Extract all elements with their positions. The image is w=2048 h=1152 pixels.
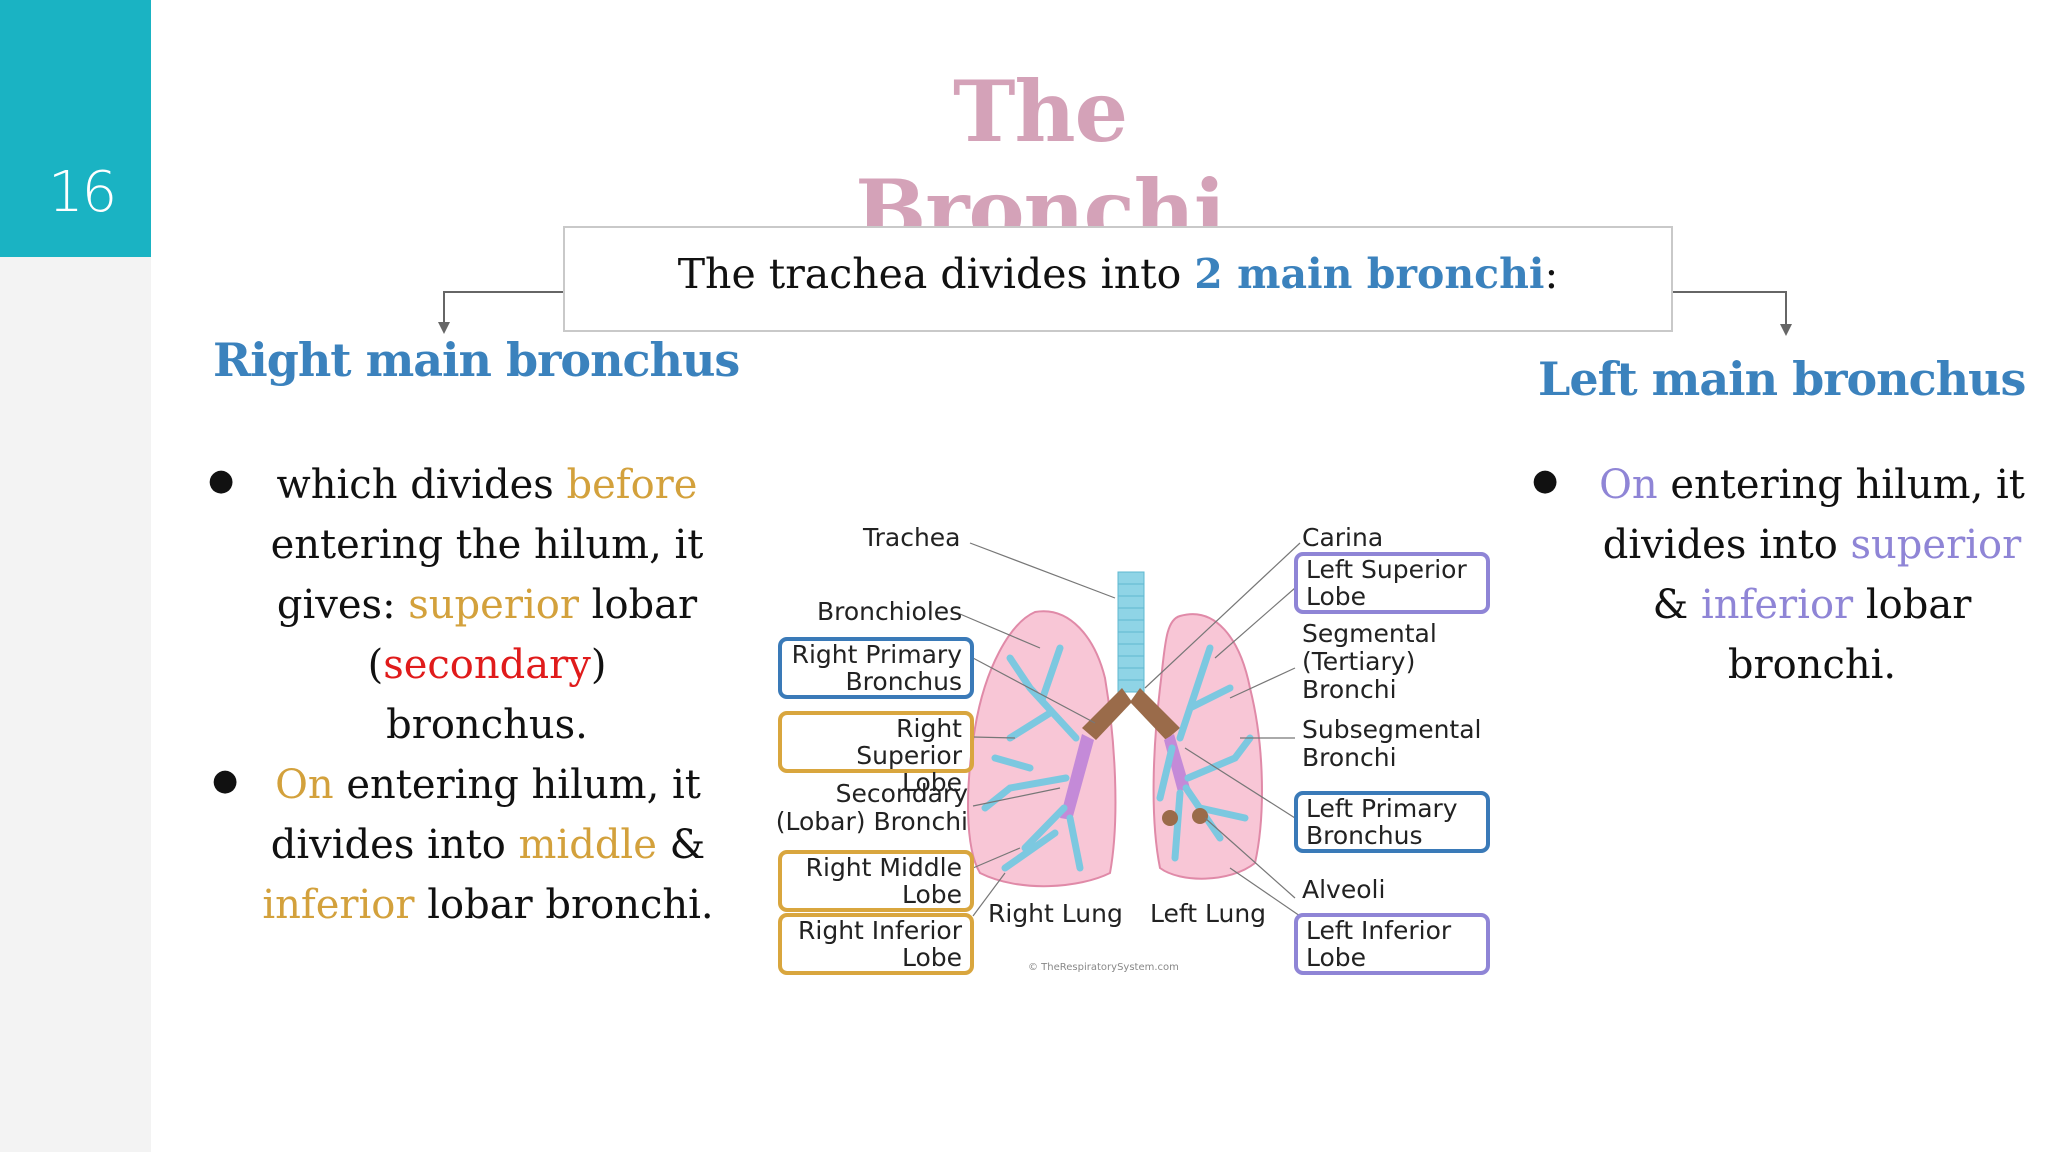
- label-left-superior-2: Lobe: [1306, 582, 1367, 611]
- label-left-lung: Left Lung: [1150, 899, 1267, 928]
- right-bullet-1: which divides before entering the hilum,…: [270, 462, 704, 748]
- label-alveoli: Alveoli: [1302, 875, 1386, 904]
- bullet-icon: ●: [212, 763, 239, 798]
- label-right-middle-2: Lobe: [901, 880, 962, 909]
- bullet-icon: ●: [208, 463, 235, 498]
- label-left-inferior-2: Lobe: [1306, 943, 1367, 972]
- bronchi-diagram: Trachea Bronchioles Right Primary Bronch…: [760, 488, 1500, 988]
- intro-text: The trachea divides into 2 main bronchi:: [677, 250, 1559, 298]
- box-right-primary-bronchus: Right Primary Bronchus: [778, 637, 974, 699]
- right-main-bronchus-heading: Right main bronchus: [213, 333, 740, 387]
- label-secondary-bronchi: Secondary (Lobar) Bronchi: [775, 779, 968, 836]
- label-right-primary-2: Bronchus: [845, 667, 962, 696]
- left-main-bronchus-heading: Left main bronchus: [1538, 352, 2026, 406]
- page-number-box: 16: [0, 0, 151, 257]
- label-right-primary-1: Right Primary: [791, 640, 962, 669]
- bullet-icon: ●: [1532, 463, 1559, 498]
- label-right-superior-1: Right Superior: [856, 714, 962, 770]
- label-subsegmental-bronchi: Subsegmental Bronchi: [1302, 715, 1482, 772]
- label-left-inferior-1: Left Inferior: [1306, 916, 1452, 945]
- diagram-copyright: © TheRespiratorySystem.com: [1028, 962, 1179, 973]
- box-left-inferior-lobe: Left Inferior Lobe: [1294, 913, 1490, 975]
- left-bullet-1: On entering hilum, it divides into super…: [1599, 462, 2025, 688]
- right-bullet-2: On entering hilum, it divides into middl…: [262, 762, 714, 928]
- label-segmental-bronchi: Segmental (Tertiary) Bronchi: [1302, 619, 1437, 704]
- label-right-lung: Right Lung: [988, 899, 1123, 928]
- label-right-middle-1: Right Middle: [805, 853, 962, 882]
- label-trachea: Trachea: [863, 523, 961, 552]
- box-right-superior-lobe: Right Superior Lobe: [778, 711, 974, 796]
- box-left-superior-lobe: Left Superior Lobe: [1294, 552, 1490, 614]
- label-left-superior-1: Left Superior: [1306, 555, 1467, 584]
- lungs-illustration: [959, 542, 1301, 917]
- box-right-middle-lobe: Right Middle Lobe: [778, 850, 974, 912]
- intro-box: The trachea divides into 2 main bronchi:: [563, 226, 1673, 332]
- label-right-superior-2: Lobe: [901, 768, 962, 797]
- label-carina: Carina: [1302, 523, 1384, 552]
- label-bronchioles: Bronchioles: [817, 597, 963, 626]
- page-number: 16: [48, 160, 117, 225]
- label-right-inferior-2: Lobe: [901, 943, 962, 972]
- label-right-inferior-1: Right Inferior: [798, 916, 962, 945]
- label-left-primary-2: Bronchus: [1306, 821, 1423, 850]
- label-left-primary-1: Left Primary: [1306, 794, 1458, 823]
- box-right-inferior-lobe: Right Inferior Lobe: [778, 913, 974, 975]
- box-left-primary-bronchus: Left Primary Bronchus: [1294, 791, 1490, 853]
